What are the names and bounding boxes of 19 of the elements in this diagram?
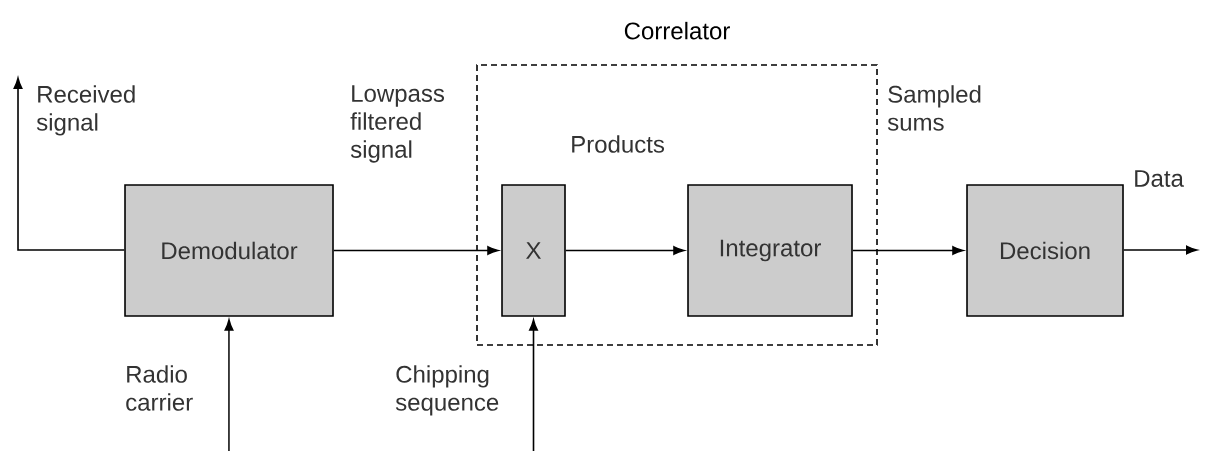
edge-label: Radio carrier bbox=[126, 365, 193, 411]
arrow bbox=[529, 319, 538, 451]
arrow bbox=[565, 246, 685, 255]
arrow bbox=[852, 246, 964, 255]
edge-label: Data bbox=[1135, 170, 1184, 187]
group-title: Correlator bbox=[624, 21, 730, 40]
block-box: Demodulator bbox=[124, 184, 334, 317]
edge-label: Chipping sequence bbox=[395, 365, 499, 416]
arrow bbox=[333, 246, 499, 255]
arrow bbox=[224, 319, 234, 451]
block-box: X bbox=[501, 184, 566, 317]
edge-label: Received signal bbox=[36, 85, 135, 136]
arrow bbox=[1123, 245, 1198, 255]
block-box: Decision bbox=[966, 184, 1124, 317]
edge-label: Lowpass filtered signal bbox=[350, 85, 445, 163]
edge-label: Sampled sums bbox=[887, 85, 981, 131]
edge-label: Products bbox=[572, 135, 665, 153]
block-box: Integrator bbox=[687, 184, 853, 317]
arrow bbox=[13, 77, 125, 251]
